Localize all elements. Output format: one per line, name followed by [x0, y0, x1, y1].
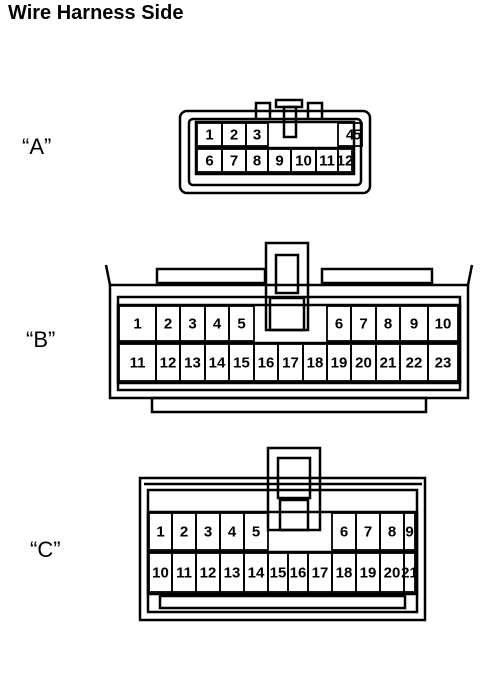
connector-b-pin-label: 12 [160, 355, 177, 372]
connector-a-row2-cell [337, 148, 353, 173]
connector-c-pin-label: 4 [228, 524, 237, 541]
page-title: Wire Harness Side [8, 2, 184, 24]
connector-c-pin-label: 12 [200, 565, 217, 582]
connector-b-label: “B” [26, 327, 56, 352]
connector-c-pin-label: 6 [340, 524, 348, 541]
connector-a-pin-label: 6 [205, 153, 213, 170]
connector-a-label: “A” [22, 134, 52, 159]
connector-c-row1-cell [403, 512, 416, 551]
connector-c-pin-label: 15 [270, 565, 287, 582]
connector-a-pin-label: 3 [253, 127, 261, 144]
connector-b-pin-label: 9 [410, 316, 418, 333]
connector-c-pin-label: 5 [252, 524, 260, 541]
connector-b-pin-label: 11 [130, 355, 146, 372]
connector-b-pin-label: 13 [184, 355, 201, 372]
connector-c-pin-label: 7 [364, 524, 372, 541]
connector-b-pin-label: 4 [213, 316, 222, 333]
connector-c-pin-label: 1 [156, 524, 164, 541]
connector-c-pin-label: 14 [248, 565, 265, 582]
connector-b-pin-label: 6 [335, 316, 343, 333]
connector-b-pin-label: 14 [209, 355, 226, 372]
connector-b-row1-cell [427, 305, 459, 342]
connector-a [178, 98, 372, 195]
connector-c-pin-label: 8 [388, 524, 396, 541]
connector-a-row1-cell [245, 122, 269, 147]
connector-c-pin-label: 10 [152, 565, 169, 582]
connector-b-pin-label: 3 [188, 316, 196, 333]
connector-b-pin-label: 20 [355, 355, 372, 372]
connector-b-pin-label: 18 [307, 355, 324, 372]
connector-b-pin-label: 16 [258, 355, 275, 372]
connector-a-pin-label: 4 [346, 127, 355, 144]
connector-c-pin-label: 3 [204, 524, 212, 541]
connector-b-pin-label: 19 [331, 355, 348, 372]
connector-a-pin-label: 1 [205, 127, 213, 144]
connector-c-label: “C” [30, 537, 61, 562]
connector-b-row1-cell [228, 305, 255, 342]
connector-b-pin-label: 8 [384, 316, 392, 333]
connector-c-pin-label: 11 [176, 565, 192, 582]
connector-a-pin-label: 8 [253, 153, 261, 170]
connector-a-pin-label: 11 [319, 153, 335, 170]
connector-b-pin-label: 10 [435, 316, 452, 333]
connector-b-pin-label: 17 [282, 355, 299, 372]
connector-b-row2-cell [427, 343, 459, 382]
connector-b [104, 241, 474, 414]
connector-c-pin-label: 13 [224, 565, 241, 582]
connector-c-pin-label: 2 [180, 524, 188, 541]
connector-a-pin-label: 10 [295, 153, 312, 170]
connector-a-pin-label: 2 [230, 127, 238, 144]
connector-a-pin-label: 9 [275, 153, 283, 170]
connector-b-pin-label: 22 [406, 355, 423, 372]
connector-b-pin-label: 15 [233, 355, 250, 372]
connector-c-pin-label: 19 [360, 565, 377, 582]
connector-b-pin-label: 21 [380, 355, 397, 372]
connector-c-pin-label: 16 [290, 565, 307, 582]
connector-b-pin-label: 23 [435, 355, 452, 372]
connector-c-pin-label: 18 [336, 565, 353, 582]
connector-c-pin-label: 9 [405, 524, 413, 541]
connector-c-pin-label: 20 [384, 565, 401, 582]
connector-c [138, 446, 427, 622]
connector-c-pin-label: 21 [401, 565, 418, 582]
connector-a-row1-cell [337, 122, 363, 147]
connector-a-pin-label: 12 [337, 153, 354, 170]
connector-a-pin-label: 7 [230, 153, 238, 170]
connector-c-pin-label: 17 [312, 565, 329, 582]
connector-b-pin-label: 2 [164, 316, 172, 333]
connector-b-pin-label: 1 [133, 316, 141, 333]
connector-a-pin-label: 5 [353, 127, 361, 144]
connector-c-row2-cell [403, 552, 416, 593]
connector-b-pin-label: 7 [359, 316, 367, 333]
connector-c-row1-cell [243, 512, 269, 551]
connector-b-pin-label: 5 [237, 316, 245, 333]
